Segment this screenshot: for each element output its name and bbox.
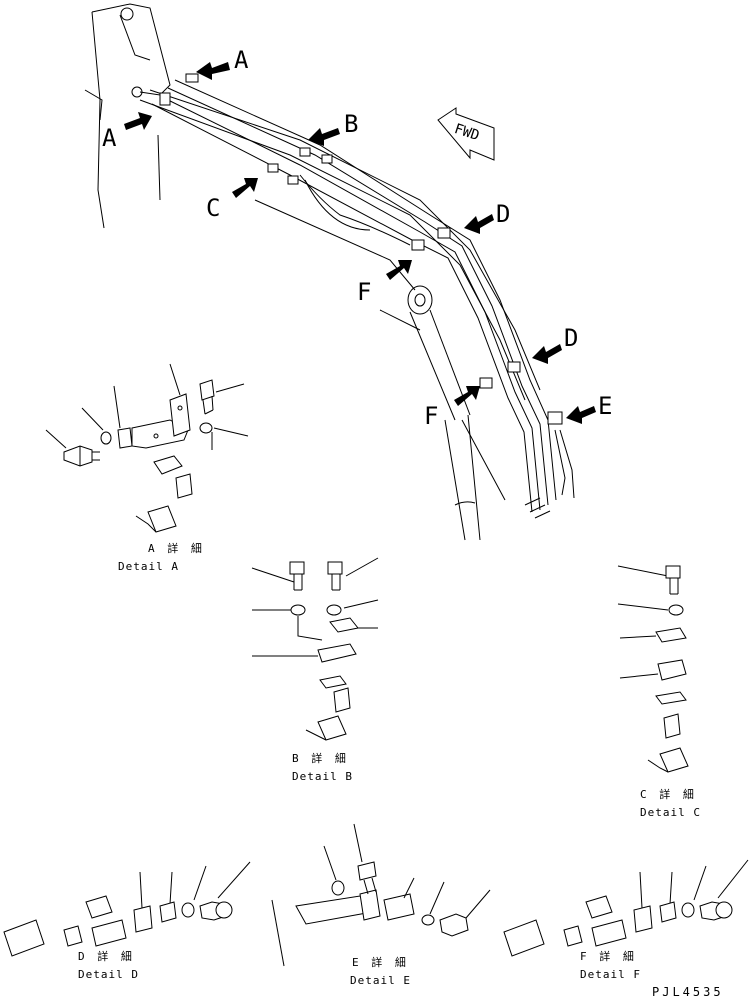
callout-e: E (598, 392, 612, 420)
drawing-code: PJL4535 (652, 985, 724, 999)
detail-c-title-jp: C 詳 細 (640, 787, 697, 801)
callout-d-lower: D (564, 324, 578, 352)
detail-f-title-en: Detail F (580, 968, 641, 981)
detail-b-parts (251, 557, 379, 741)
detail-e-parts (271, 823, 491, 967)
detail-c-parts (617, 565, 689, 773)
callout-b: B (344, 110, 358, 138)
detail-f-parts (503, 859, 749, 957)
boom-assembly (84, 3, 575, 541)
detail-a-title-jp: A 詳 細 (148, 541, 205, 555)
callout-c: C (206, 194, 220, 222)
callout-arrows (124, 62, 596, 424)
callout-a-upper: A (234, 46, 249, 74)
detail-d-title-jp: D 詳 細 (78, 949, 135, 963)
fwd-arrow-icon: FWD (437, 107, 495, 161)
detail-d-parts (3, 861, 251, 957)
callout-a-lower: A (102, 124, 117, 152)
detail-c-title-en: Detail C (640, 806, 701, 819)
detail-f-title-jp: F 詳 細 (580, 949, 637, 963)
callout-d-upper: D (496, 200, 510, 228)
detail-d-title-en: Detail D (78, 968, 139, 981)
detail-a-parts (45, 363, 249, 533)
fwd-label: FWD (452, 121, 481, 144)
detail-a-title-en: Detail A (118, 560, 179, 573)
detail-b-title-jp: B 詳 細 (292, 751, 349, 765)
detail-b-title-en: Detail B (292, 770, 353, 783)
callout-f-lower: F (424, 402, 438, 430)
detail-e-title-en: Detail E (350, 974, 411, 987)
detail-e-title-jp: E 詳 細 (352, 955, 409, 969)
callout-f-upper: F (357, 278, 371, 306)
